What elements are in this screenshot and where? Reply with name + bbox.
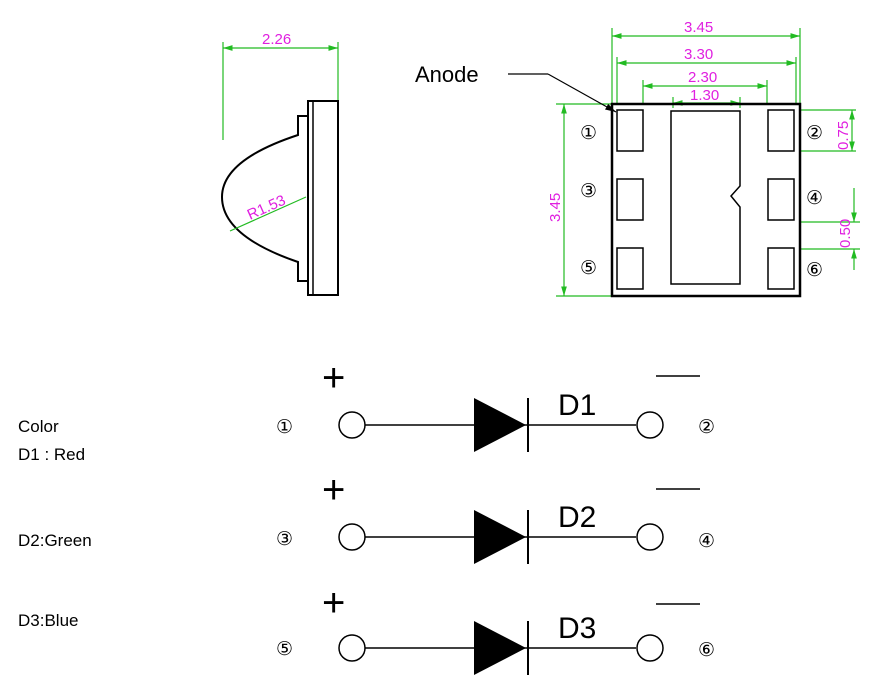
side-width-label: 2.26	[262, 31, 291, 48]
d1-anode-pin: ①	[276, 416, 293, 438]
d2-anode-terminal	[338, 523, 366, 551]
anode-leader-arrow	[547, 73, 617, 113]
d3-name: D3	[558, 612, 596, 645]
pkg-pin-4: ④	[806, 187, 823, 209]
side-body-block	[307, 100, 339, 296]
pkg-pin-1: ①	[580, 122, 597, 144]
d3-diode-triangle	[474, 621, 526, 675]
d2-plus-sign: +	[322, 468, 345, 512]
package-center-window	[670, 110, 741, 285]
d3-cathode-terminal	[636, 634, 664, 662]
pad-height-label: 0.75	[835, 121, 852, 150]
top-body-label: 3.30	[684, 46, 713, 63]
legend-d1: D1 : Red	[18, 445, 85, 464]
d2-name: D2	[558, 501, 596, 534]
top-overall-label: 3.45	[684, 19, 713, 36]
legend-d2: D2:Green	[18, 531, 92, 550]
d1-anode-terminal	[338, 411, 366, 439]
color-legend: Color D1 : Red D2:Green D3:Blue	[18, 417, 92, 630]
top-view: 3.45 3.30 2.30 1.30 3.45 0.75 0.50	[415, 19, 860, 298]
legend-d3: D3:Blue	[18, 611, 78, 630]
d1-name: D1	[558, 389, 596, 422]
pkg-pin-6: ⑥	[806, 259, 823, 281]
d1-cathode-pin: ②	[698, 416, 715, 438]
height-label: 3.45	[547, 193, 564, 222]
anode-label: Anode	[415, 62, 479, 87]
d2-anode-pin: ③	[276, 528, 293, 550]
d3-cathode-pin: ⑥	[698, 639, 715, 661]
pkg-pin-2: ②	[806, 122, 823, 144]
pad-2	[767, 109, 795, 152]
package-outline	[610, 102, 802, 298]
d2-cathode-pin: ④	[698, 530, 715, 552]
side-radius-leader	[229, 196, 307, 232]
d3-anode-terminal	[338, 634, 366, 662]
d1-cathode-terminal	[636, 411, 664, 439]
top-window-label: 1.30	[690, 87, 719, 104]
diode-d1-circuit: ① + D1 ②	[276, 356, 715, 452]
diode-d2-circuit: ③ + D2 ④	[276, 468, 715, 564]
pad-3	[616, 178, 644, 221]
pad-6	[767, 247, 795, 290]
side-dome	[220, 115, 308, 282]
pad-gap-label: 0.50	[837, 219, 854, 248]
pkg-pin-5: ⑤	[580, 257, 597, 279]
d3-plus-sign: +	[322, 581, 345, 625]
pad-4	[767, 178, 795, 221]
d1-plus-sign: +	[322, 356, 345, 400]
side-view: 2.26 R1.53	[220, 31, 339, 296]
side-radius-label: R1.53	[245, 192, 288, 224]
d3-anode-pin: ⑤	[276, 638, 293, 660]
d1-diode-triangle	[474, 398, 526, 452]
pkg-pin-3: ③	[580, 180, 597, 202]
top-inner-label: 2.30	[688, 69, 717, 86]
diode-d3-circuit: ⑤ + D3 ⑥	[276, 581, 715, 675]
legend-color-title: Color	[18, 417, 59, 436]
pad-1	[616, 109, 644, 152]
pad-5	[616, 247, 644, 290]
d2-diode-triangle	[474, 510, 526, 564]
d2-cathode-terminal	[636, 523, 664, 551]
